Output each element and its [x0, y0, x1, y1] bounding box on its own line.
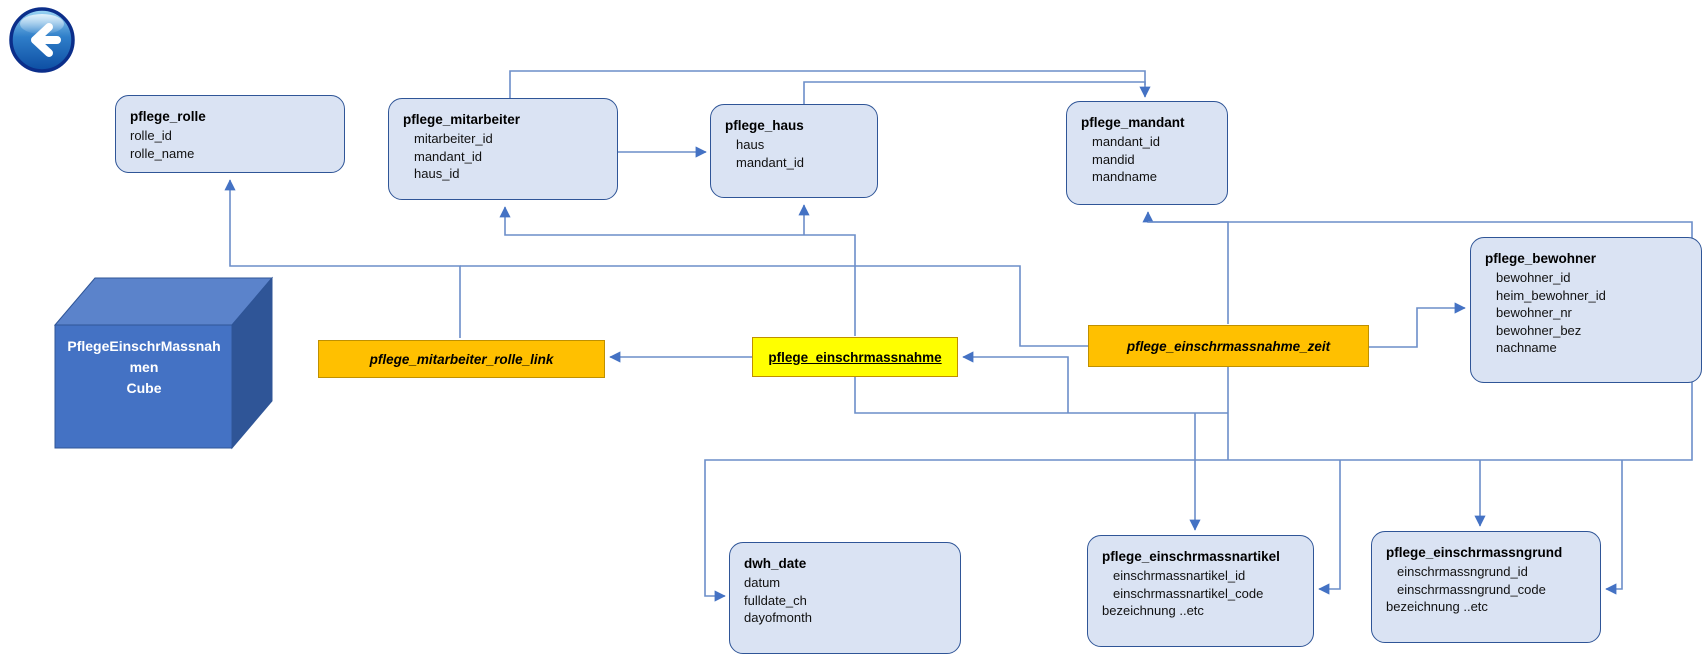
entity-field: mitarbeiter_id — [414, 131, 493, 146]
cube-label-line2: men — [129, 359, 159, 375]
entity-pflege-einschrmassnartikel: pflege_einschrmassnartikel einschrmassna… — [1087, 535, 1314, 647]
entity-field: mandant_id — [1092, 134, 1160, 149]
connector-bus-massnahme — [962, 351, 1069, 413]
entity-title: dwh_date — [744, 556, 807, 571]
link-pflege-einschrmassnahme-zeit: pflege_einschrmassnahme_zeit — [1088, 325, 1369, 367]
entity-pflege-einschrmassngrund: pflege_einschrmassngrund einschrmassngru… — [1371, 531, 1601, 643]
entity-field: mandname — [1092, 169, 1158, 184]
link-label: pflege_einschrmassnahme — [768, 349, 942, 365]
link-label: pflege_einschrmassnahme_zeit — [1126, 338, 1331, 354]
entity-field: dayofmonth — [744, 610, 812, 625]
entity-field: bewohner_id — [1496, 270, 1571, 285]
entity-fields: datum fulldate_ch dayofmonth — [744, 574, 950, 627]
back-button[interactable] — [8, 6, 76, 74]
entity-title: pflege_haus — [725, 118, 804, 133]
entity-title: pflege_rolle — [130, 109, 206, 124]
entity-field: rolle_id — [130, 128, 172, 143]
entity-pflege-rolle: pflege_rolle rolle_id rolle_name — [115, 95, 345, 173]
connector-bus-grund-right — [1605, 460, 1623, 595]
back-arrow-icon — [9, 7, 75, 73]
link-pflege-mitarbeiter-rolle-link: pflege_mitarbeiter_rolle_link — [318, 340, 605, 378]
connector-zeit-mandant — [1142, 211, 1229, 324]
entity-pflege-bewohner: pflege_bewohner bewohner_id heim_bewohner… — [1470, 237, 1702, 383]
connector-rollelink-rolle — [224, 179, 461, 338]
entity-field: einschrmassngrund_id — [1397, 564, 1528, 579]
entity-field: mandant_id — [736, 154, 804, 170]
entity-pflege-haus: pflege_haus haus mandant_id — [710, 104, 878, 198]
cube-label: PflegeEinschrMassnah men Cube — [60, 336, 228, 399]
entity-field: bezeichnung ..etc — [1386, 599, 1488, 614]
connector-right-loop-dwh — [704, 221, 1693, 602]
entity-field: datum — [744, 575, 781, 590]
connector-zeit-bewohner — [1369, 302, 1466, 348]
connector-mitarbeiter-mandant — [509, 70, 1151, 98]
entity-title: pflege_einschrmassnartikel — [1102, 549, 1280, 564]
entity-dwh-date: dwh_date datum fulldate_ch dayofmonth — [729, 542, 961, 654]
link-label: pflege_mitarbeiter_rolle_link — [369, 351, 554, 367]
entity-field: mandant_id — [414, 148, 482, 164]
entity-field: mandid — [1092, 151, 1135, 167]
entity-field: haus_id — [414, 166, 460, 181]
connector-haus-mandant — [803, 81, 1146, 104]
entity-title: pflege_bewohner — [1485, 251, 1597, 266]
entity-fields: mitarbeiter_id mandant_id haus_id — [403, 130, 607, 183]
entity-field: bewohner_bez — [1496, 322, 1582, 338]
entity-field: bezeichnung ..etc — [1102, 603, 1204, 618]
connector-zeit-bus — [460, 265, 1088, 347]
entity-field: einschrmassnartikel_code — [1113, 585, 1264, 601]
connector-massnahme-mitarbeiter — [499, 206, 856, 336]
entity-field: heim_bewohner_id — [1496, 287, 1606, 303]
entity-title: pflege_einschrmassngrund — [1386, 545, 1563, 560]
entity-field: haus — [736, 137, 765, 152]
entity-field: fulldate_ch — [744, 592, 807, 608]
cube-label-line3: Cube — [126, 380, 162, 396]
entity-fields: haus mandant_id — [725, 136, 867, 171]
entity-fields: einschrmassnartikel_id einschrmassnartike… — [1102, 567, 1303, 620]
entity-field: einschrmassngrund_code — [1397, 581, 1546, 597]
entity-title: pflege_mandant — [1081, 115, 1185, 130]
cube-shape — [53, 276, 274, 450]
entity-fields: einschrmassngrund_id einschrmassngrund_co… — [1386, 563, 1590, 616]
link-pflege-einschrmassnahme: pflege_einschrmassnahme — [752, 337, 958, 377]
connector-massnahme-bottom-bus — [854, 377, 1228, 414]
connector-bus-artikel-right — [1318, 460, 1341, 595]
entity-field: einschrmassnartikel_id — [1113, 568, 1246, 583]
entity-fields: rolle_id rolle_name — [130, 127, 334, 162]
entity-title: pflege_mitarbeiter — [403, 112, 521, 127]
cube-label-line1: PflegeEinschrMassnah — [67, 338, 221, 354]
entity-field: rolle_name — [130, 145, 195, 161]
entity-field: nachname — [1496, 340, 1557, 355]
entity-field: bewohner_nr — [1496, 305, 1572, 320]
